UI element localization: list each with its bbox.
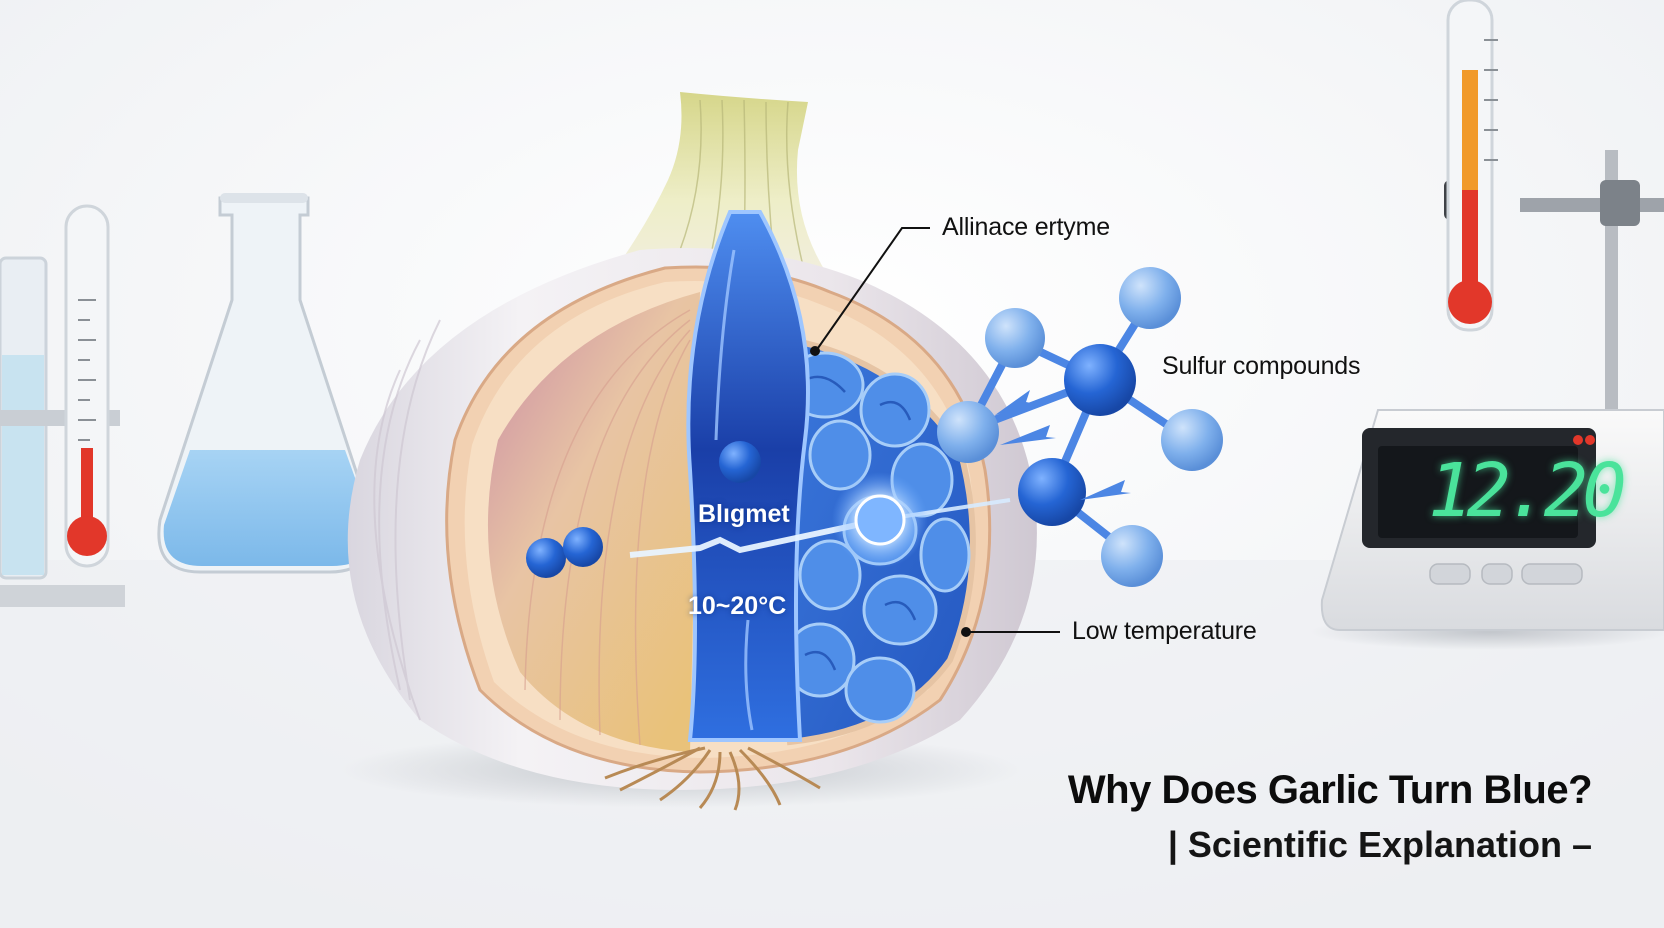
digital-meter — [1310, 409, 1664, 650]
callout-enzyme: Allinace ertyme — [942, 213, 1110, 241]
page-subtitle: | Scientific Explanation – — [1167, 824, 1592, 865]
sulfur-compound-molecule — [937, 267, 1223, 587]
callout-sulfur-compounds: Sulfur compounds — [1162, 352, 1361, 380]
thermometer-right — [1446, 0, 1498, 332]
thermometer-left — [64, 204, 110, 568]
garlic-roots — [604, 746, 821, 811]
leader-line-enzyme — [810, 227, 930, 356]
leader-line-temperature — [961, 627, 1060, 637]
garlic-bulb — [347, 92, 1037, 811]
page-title: Why Does Garlic Turn Blue? — [1067, 768, 1593, 812]
label-pigment: Blıgmet — [698, 500, 790, 528]
reaction-beam — [629, 472, 1011, 568]
molecule-single — [719, 441, 761, 483]
label-temperature-range: 10~20°C — [688, 592, 787, 620]
meter-readout: 12.20 — [1428, 448, 1627, 534]
molecule-pair-left — [526, 527, 603, 578]
callout-low-temperature: Low temperature — [1072, 617, 1257, 645]
